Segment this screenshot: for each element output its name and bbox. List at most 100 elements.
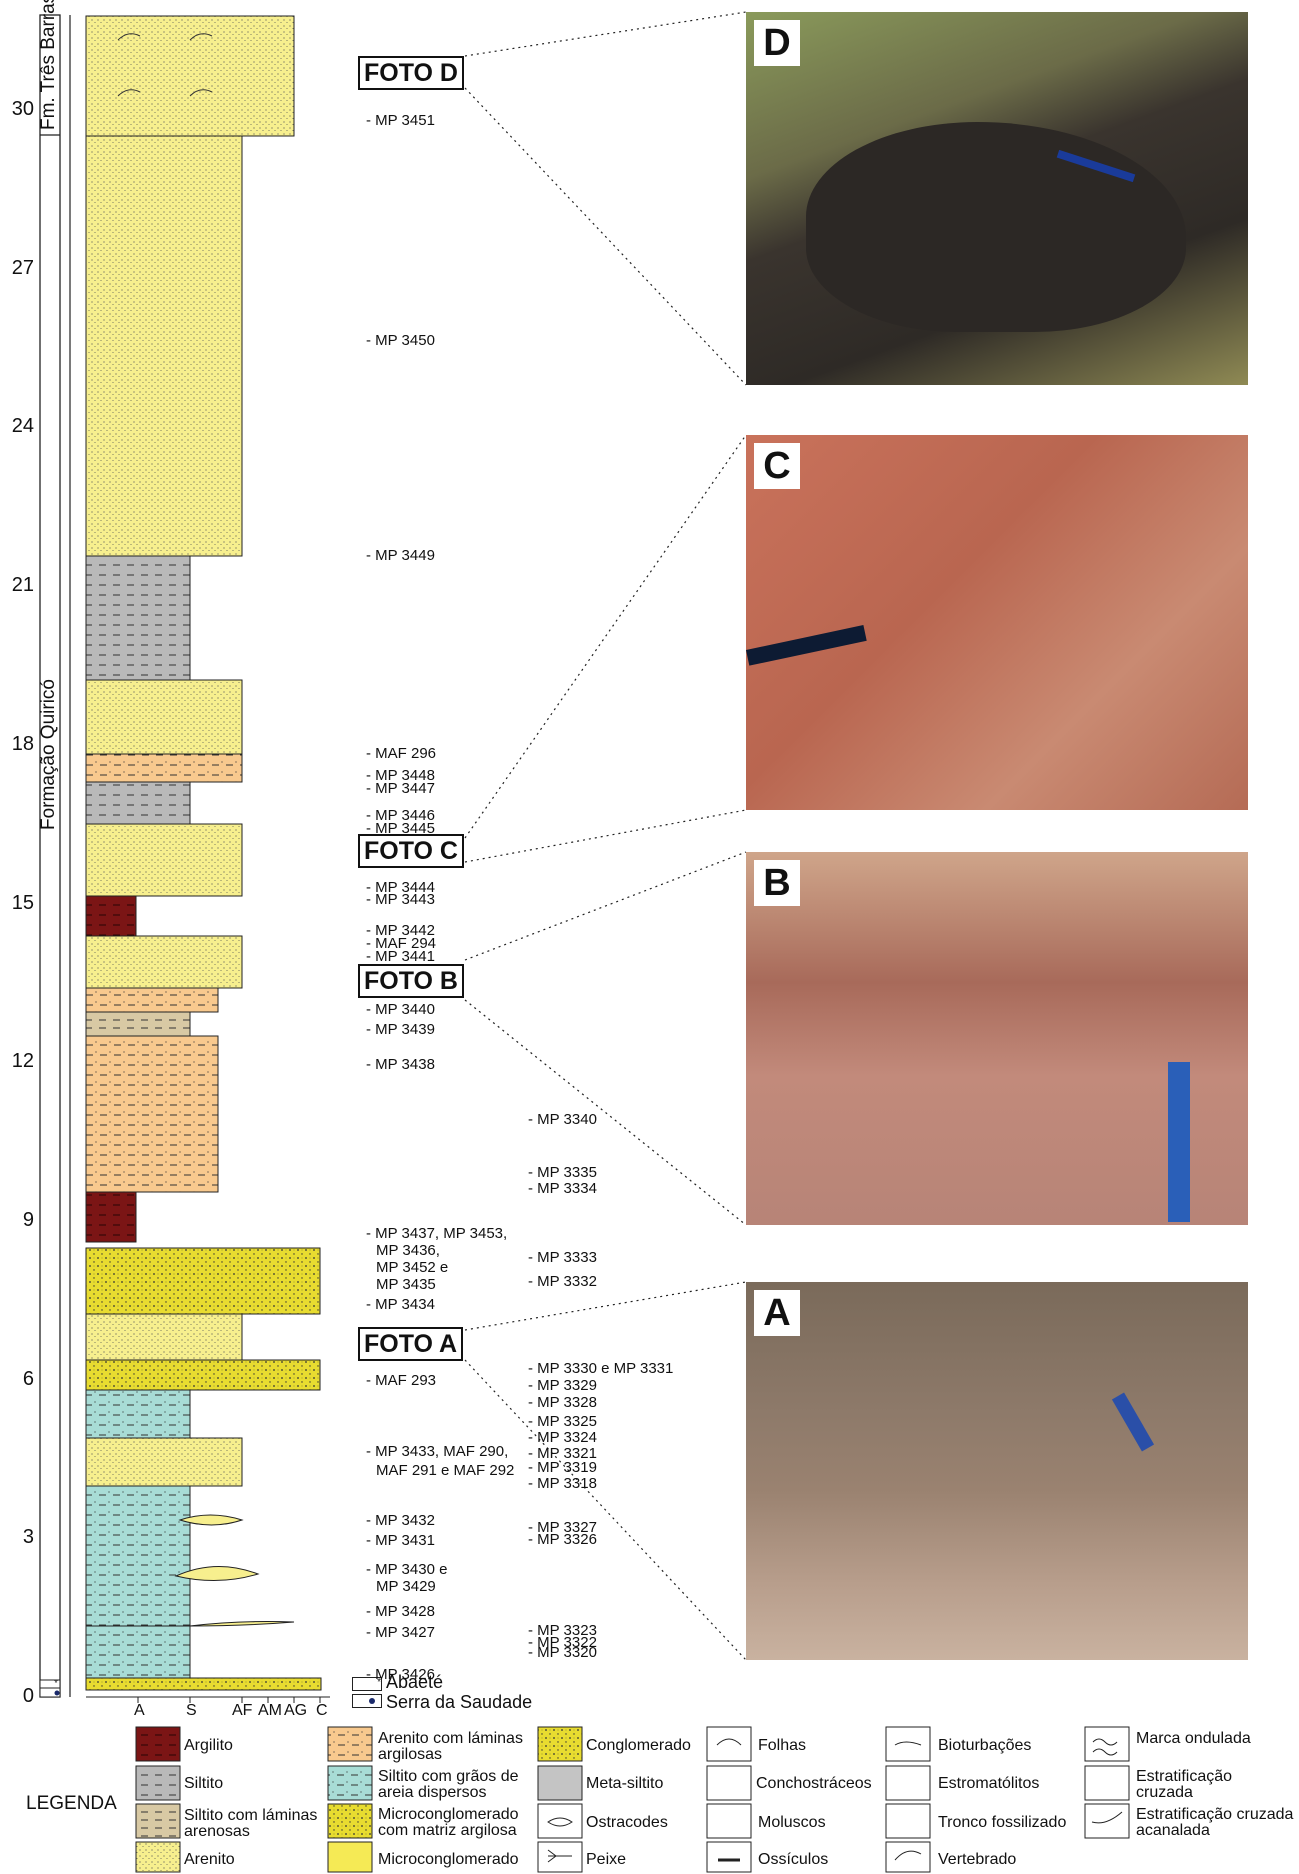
sample-label: - MP 3442 [366, 922, 435, 939]
sample-label: - MP 3440 [366, 1001, 435, 1018]
depth-tick-label: 15 [11, 891, 34, 914]
svg-text:*: * [54, 1678, 58, 1688]
depth-tick-label: 3 [22, 1526, 34, 1549]
sample-label: MAF 291 e MAF 292 [376, 1462, 515, 1479]
photo-a: A [746, 1282, 1248, 1660]
sample-label: - MP 3447 [366, 780, 435, 797]
photo-c: C [746, 435, 1248, 810]
photo-d-letter: D [754, 20, 800, 66]
depth-tick-label: 12 [11, 1050, 34, 1073]
legend-conchostraceos: Conchostráceos [756, 1775, 872, 1792]
sample-label: - MP 3340 [528, 1111, 597, 1128]
sample-label: - MP 3430 e [366, 1561, 448, 1578]
sample-label: - MP 3431 [366, 1532, 435, 1549]
sample-label: - MP 3441 [366, 948, 435, 965]
sample-label: - MP 3434 [366, 1296, 435, 1313]
sample-label: - MP 3330 e MP 3331 [528, 1360, 674, 1377]
sample-label: - MP 3328 [528, 1394, 597, 1411]
sample-label: - MP 3439 [366, 1021, 435, 1038]
sample-label: - MP 3427 [366, 1624, 435, 1641]
depth-tick-label: 30 [11, 98, 34, 120]
member-serra-da-saudade: Serra da Saudade [386, 1692, 533, 1712]
depth-tick-label: 9 [22, 1208, 34, 1231]
sample-label: - MP 3438 [366, 1056, 435, 1073]
legend-peixe: Peixe [586, 1851, 627, 1868]
depth-tick-label: 0 [22, 1685, 34, 1707]
sample-label: - MP 3324 [528, 1429, 597, 1446]
legend-argilito: Argilito [184, 1737, 233, 1754]
legend-conglomerado: Conglomerado [586, 1737, 691, 1754]
legend-estratificacao-acanalada: Estratificação cruzada acanalada [1136, 1806, 1294, 1839]
sample-label: - MP 3437, MP 3453, [366, 1225, 508, 1242]
sample-label: - MAF 293 [366, 1372, 437, 1389]
depth-tick-label: 27 [11, 256, 34, 279]
sample-label: MP 3452 e [376, 1259, 449, 1276]
depth-tick-label: 18 [11, 732, 34, 755]
sample-label: - MP 3446 [366, 807, 435, 824]
legend-title: LEGENDA [26, 1793, 117, 1814]
sample-label: - MP 3318 [528, 1475, 597, 1492]
sample-label: - MP 3332 [528, 1273, 597, 1290]
foto-b-label: FOTO B [358, 964, 464, 998]
legend-siltito: Siltito [184, 1775, 224, 1792]
sample-label: - MAF 296 [366, 745, 437, 762]
legend-ossiculos: Ossículos [758, 1851, 829, 1868]
sample-label: - MP 3428 [366, 1603, 435, 1620]
sample-label: - MP 3426 [366, 1666, 435, 1683]
sample-label: - MP 3321 [528, 1445, 597, 1462]
abaete-symbol: * [352, 1677, 382, 1691]
sample-label: - MP 3432 [366, 1512, 435, 1529]
legend-moluscos: Moluscos [758, 1814, 826, 1831]
sample-label: - MP 3329 [528, 1377, 597, 1394]
sample-label: - MP 3451 [366, 112, 435, 129]
sample-label: - MP 3445 [366, 820, 435, 837]
x-label-ag: AG [284, 1702, 308, 1719]
foto-c-label: FOTO C [358, 834, 464, 868]
photo-c-letter: C [754, 443, 800, 489]
legend-siltito-graos: Siltito com grãos de areia dispersos [378, 1768, 519, 1801]
legend-micro-argila: Microconglomerado com matriz argilosa [378, 1806, 519, 1839]
legend-vertebrado: Vertebrado [938, 1851, 1017, 1868]
sample-label: - MAF 294 [366, 935, 437, 952]
formation-tres-barras: Fm. Três Barras [38, 0, 59, 130]
sample-label: - MP 3326 [528, 1531, 597, 1548]
foto-a-label: FOTO A [358, 1327, 464, 1361]
member-abaete: Abaeté [386, 1672, 444, 1692]
legend-tronco: Tronco fossilizado [938, 1814, 1067, 1831]
sample-label: - MP 3449 [366, 547, 435, 564]
legend-arenito-argila: Arenito com láminas argilosas [378, 1730, 523, 1763]
x-label-am: AM [258, 1702, 282, 1719]
serra-symbol [352, 1694, 382, 1708]
photo-b: B [746, 852, 1248, 1225]
sample-label: - MP 3327 [528, 1519, 597, 1536]
foto-d-label: FOTO D [358, 56, 464, 90]
photo-d: D [746, 12, 1248, 385]
sample-label: - MP 3333 [528, 1249, 597, 1266]
sample-label: - MP 3319 [528, 1459, 597, 1476]
sample-label: - MP 3433, MAF 290, [366, 1443, 509, 1460]
sample-label: - MP 3323 [528, 1622, 597, 1639]
formation-quirico: Formação Quiricó [38, 679, 59, 830]
depth-tick-label: 21 [11, 574, 34, 597]
x-label-af: AF [232, 1702, 253, 1719]
sample-label: - MP 3325 [528, 1413, 597, 1430]
depth-tick-label: 6 [22, 1367, 34, 1390]
sample-label: - MP 3443 [366, 891, 435, 908]
photo-a-letter: A [754, 1290, 800, 1336]
sample-label: MP 3436, [376, 1242, 440, 1259]
legend-bioturbacoes: Bioturbações [938, 1737, 1032, 1754]
legend-micro: Microconglomerado [378, 1851, 519, 1868]
x-label-s: S [186, 1702, 197, 1719]
legend-ostracodes: Ostracodes [586, 1814, 668, 1831]
sample-label: - MP 3444 [366, 879, 435, 896]
legend-marca-ondulada: Marca ondulada [1136, 1730, 1251, 1747]
sample-label: - MP 3450 [366, 332, 435, 349]
sample-label: - MP 3448 [366, 767, 435, 784]
legend-meta-siltito: Meta-siltito [586, 1775, 664, 1792]
sample-label: - MP 3335 [528, 1164, 597, 1181]
x-label-c: C [316, 1702, 328, 1719]
legend-estratificacao-cruzada: Estratificação cruzada [1136, 1768, 1233, 1801]
sample-label: - MP 3320 [528, 1644, 597, 1661]
legend-estromatolitos: Estromatólitos [938, 1775, 1040, 1792]
